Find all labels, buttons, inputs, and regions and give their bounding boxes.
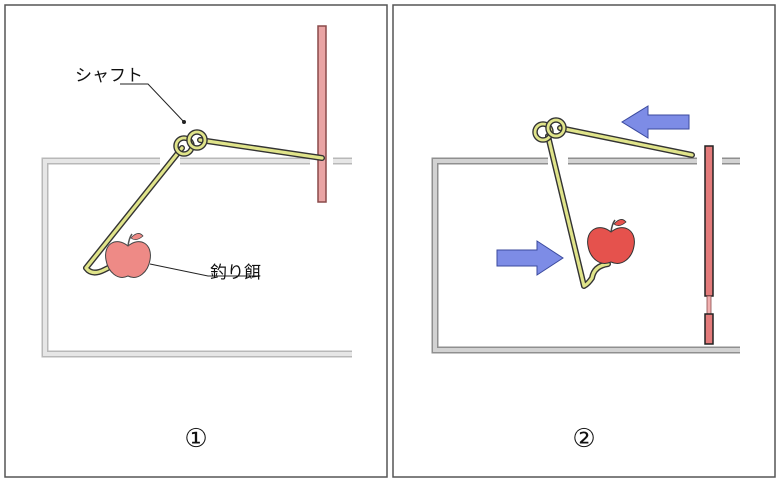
panel-2-frame — [392, 4, 776, 478]
shaft-label-leader — [120, 83, 185, 123]
shaft-label-dot — [182, 120, 186, 124]
bait-label: 釣り餌 — [210, 263, 261, 283]
pink-post — [317, 25, 327, 203]
panel-1-frame — [4, 4, 388, 478]
panel-1: シャフト 釣り餌 ① — [4, 4, 388, 478]
arrow-left-icon — [621, 105, 690, 139]
panel-2-number: ② — [572, 424, 595, 454]
apple-icon — [105, 233, 151, 278]
pink-post-2 — [704, 145, 714, 345]
apple-icon-2 — [587, 219, 635, 264]
panel-1-number: ① — [184, 424, 207, 454]
panel-2: ② — [392, 4, 776, 478]
box-outline — [41, 157, 352, 358]
box-outline-2 — [431, 157, 740, 354]
shaft-label: シャフト — [75, 66, 143, 86]
shaft-rod-2 — [532, 117, 695, 289]
bait-label-leader — [149, 263, 256, 277]
shaft-rod — [83, 129, 325, 276]
arrow-right-icon — [496, 240, 564, 276]
